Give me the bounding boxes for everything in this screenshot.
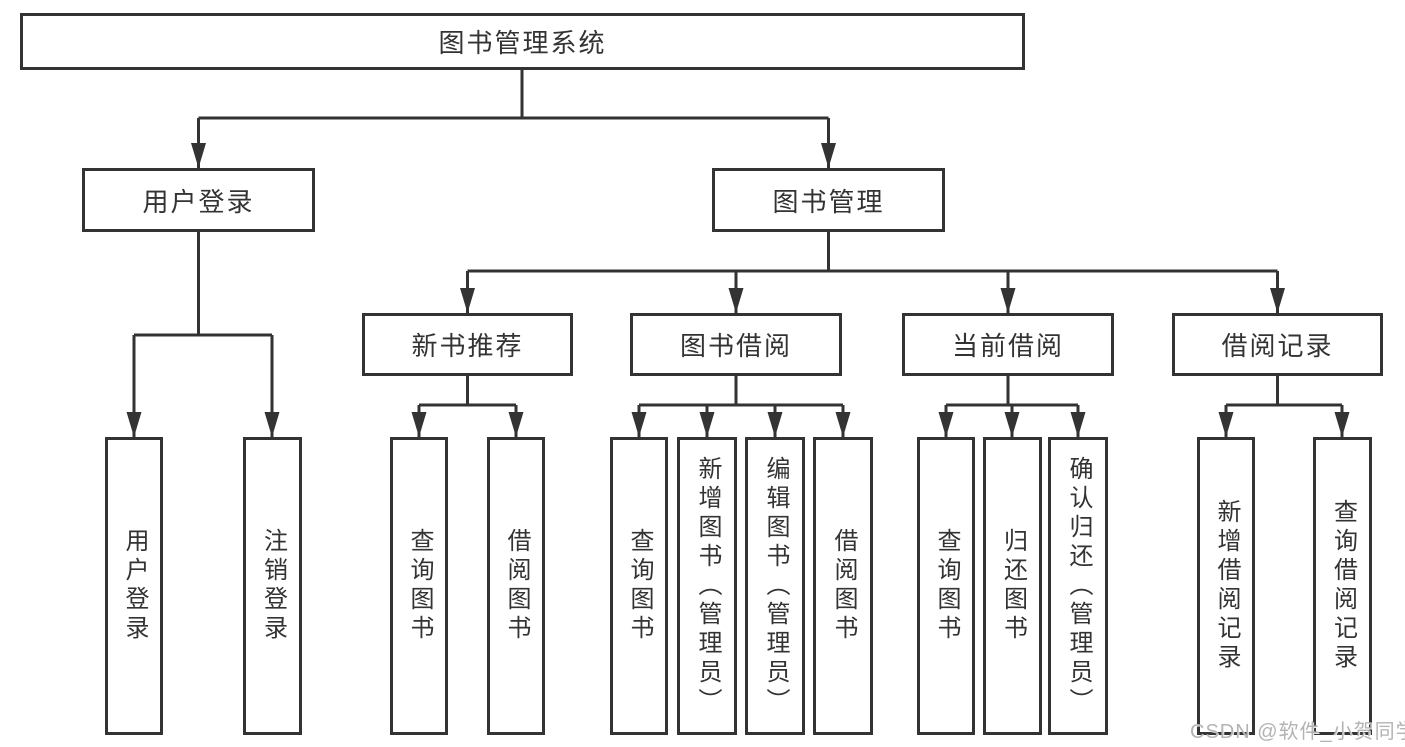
leaf-return-books: 归还图书	[983, 437, 1042, 735]
leaf-label: 注销登录	[259, 528, 287, 644]
node-current-borrowing: 当前借阅	[902, 313, 1114, 376]
leaf-user-login: 用户登录	[105, 437, 163, 735]
leaf-query-borrow-record: 查询借阅记录	[1313, 437, 1372, 735]
leaf-confirm-return-admin: 确认归还（管理员）	[1048, 437, 1108, 735]
leaf-borrow-books: 借阅图书	[813, 437, 873, 735]
leaf-label: 查询图书	[933, 528, 960, 644]
leaf-label: 编辑图书（管理员）	[762, 455, 789, 717]
leaf-label: 新增借阅记录	[1213, 499, 1240, 673]
leaf-add-borrow-record: 新增借阅记录	[1197, 437, 1255, 735]
leaf-query-books-current: 查询图书	[917, 437, 975, 735]
node-root-library-system: 图书管理系统	[20, 13, 1025, 70]
leaf-label: 借阅图书	[830, 528, 857, 644]
csdn-watermark: CSDN @软件_小贺同学	[1190, 721, 1405, 743]
leaf-query-books-borrowing: 查询图书	[610, 437, 668, 735]
leaf-query-books-recommend: 查询图书	[390, 437, 448, 735]
node-new-book-recommend: 新书推荐	[362, 313, 573, 376]
leaf-label: 借阅图书	[503, 528, 530, 644]
leaf-label: 用户登录	[121, 528, 148, 644]
leaf-label: 归还图书	[999, 528, 1027, 644]
leaf-label: 查询图书	[406, 528, 433, 644]
node-book-borrowing: 图书借阅	[630, 313, 842, 376]
node-borrowing-records: 借阅记录	[1172, 313, 1383, 376]
leaf-borrow-books-recommend: 借阅图书	[487, 437, 545, 735]
leaf-edit-books-admin: 编辑图书（管理员）	[745, 437, 805, 735]
leaf-label: 查询图书	[626, 528, 653, 644]
leaf-label: 确认归还（管理员）	[1065, 455, 1092, 717]
leaf-logout: 注销登录	[243, 437, 302, 735]
node-user-login: 用户登录	[82, 168, 315, 232]
leaf-label: 新增图书（管理员）	[694, 455, 721, 717]
leaf-label: 查询借阅记录	[1329, 499, 1357, 673]
node-book-management: 图书管理	[712, 168, 945, 232]
leaf-add-books-admin: 新增图书（管理员）	[677, 437, 737, 735]
